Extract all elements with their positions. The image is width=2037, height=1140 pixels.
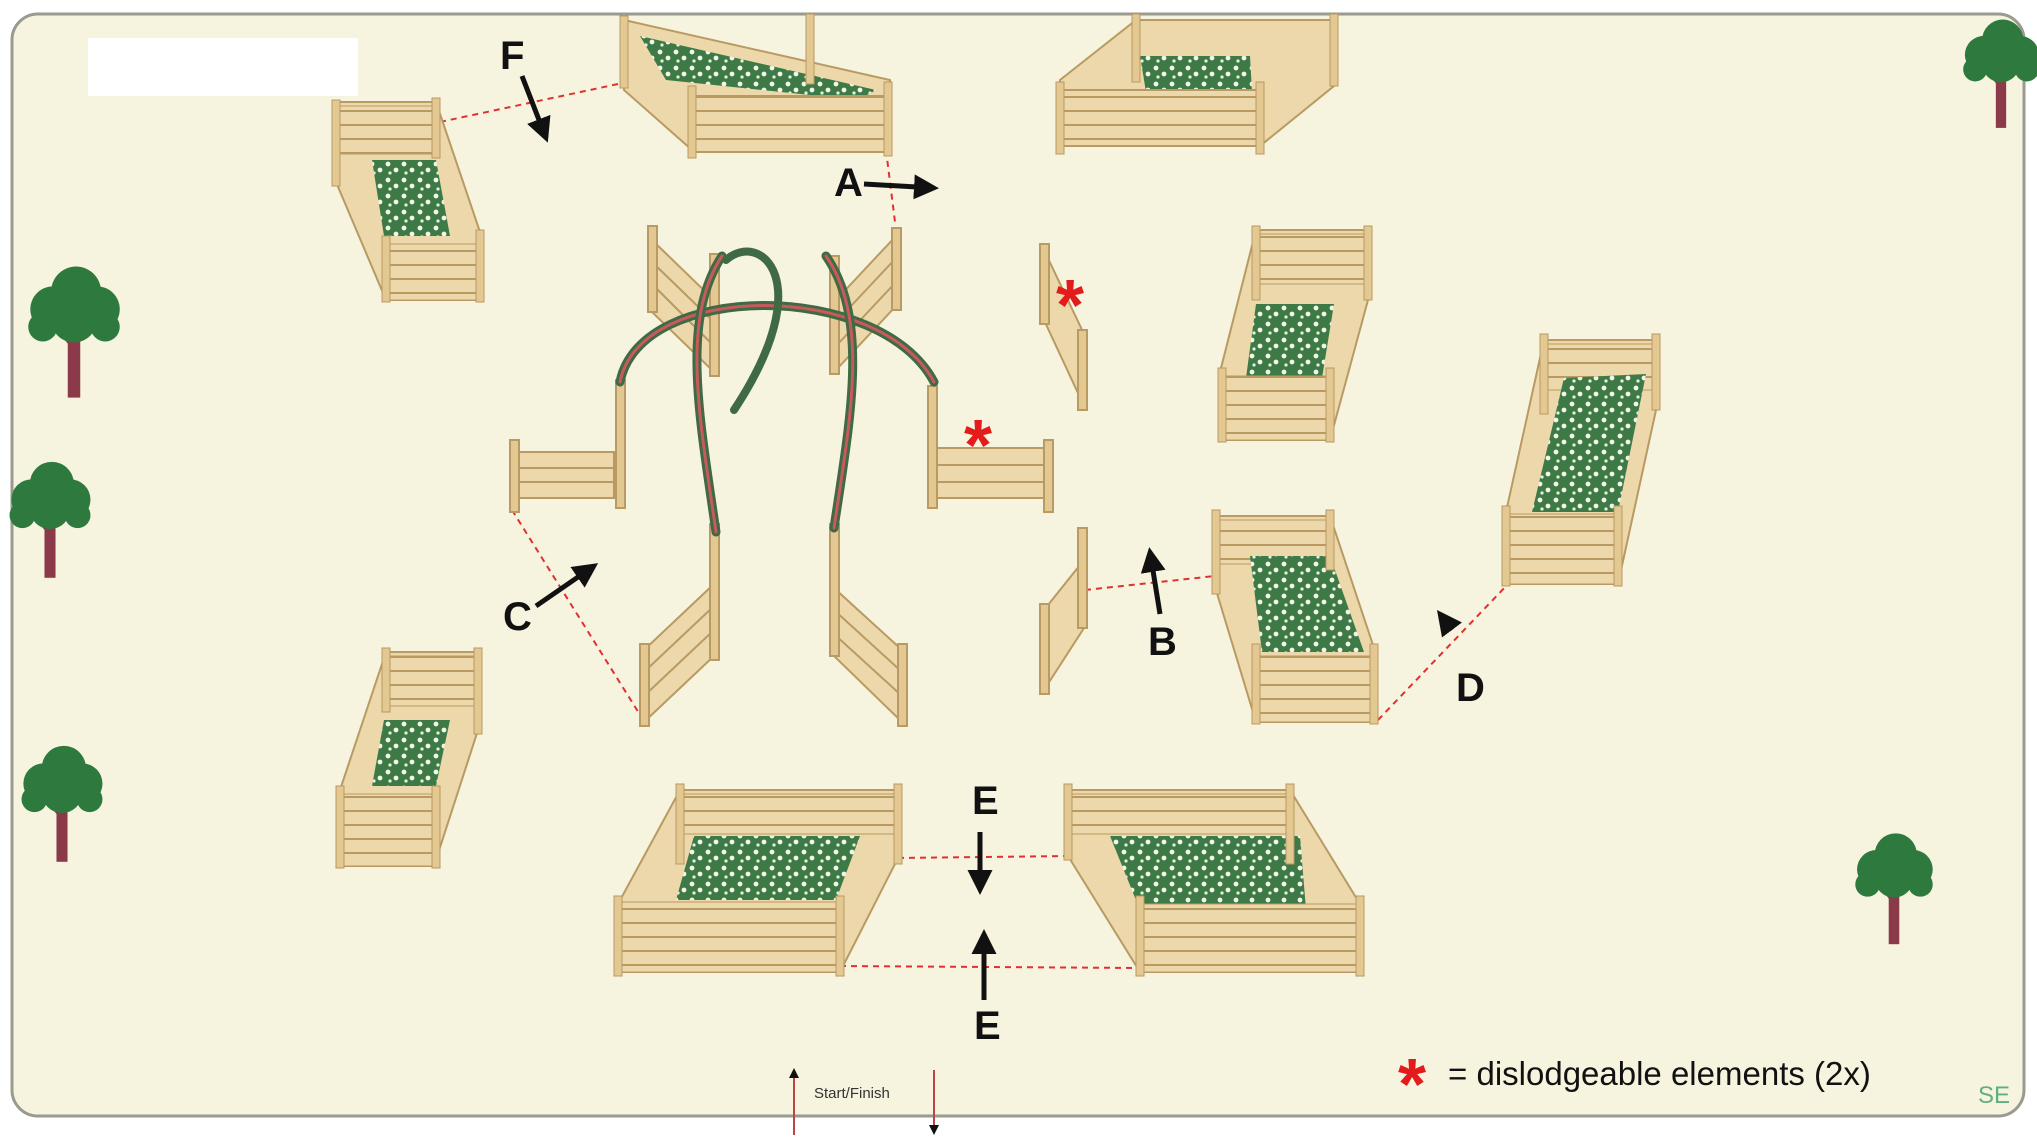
legend-text: = dislodgeable elements (2x) xyxy=(1448,1055,1871,1093)
start-finish-label: Start/Finish xyxy=(814,1085,890,1102)
label-C: C xyxy=(503,597,532,637)
blank-label-box xyxy=(88,38,358,96)
legend: * = dislodgeable elements (2x) xyxy=(1398,1052,1871,1095)
asterisk-icon: * xyxy=(964,410,992,482)
label-F: F xyxy=(500,36,524,76)
corner-code: SE xyxy=(1978,1082,2010,1110)
label-A: A xyxy=(834,163,863,203)
label-B: B xyxy=(1148,622,1177,662)
label-E-top: E xyxy=(972,781,999,821)
asterisk-icon: * xyxy=(1056,270,1084,342)
legend-asterisk-icon: * xyxy=(1398,1064,1426,1107)
label-D: D xyxy=(1456,668,1485,708)
label-E-bottom: E xyxy=(974,1006,1001,1046)
arena xyxy=(12,14,2024,1116)
